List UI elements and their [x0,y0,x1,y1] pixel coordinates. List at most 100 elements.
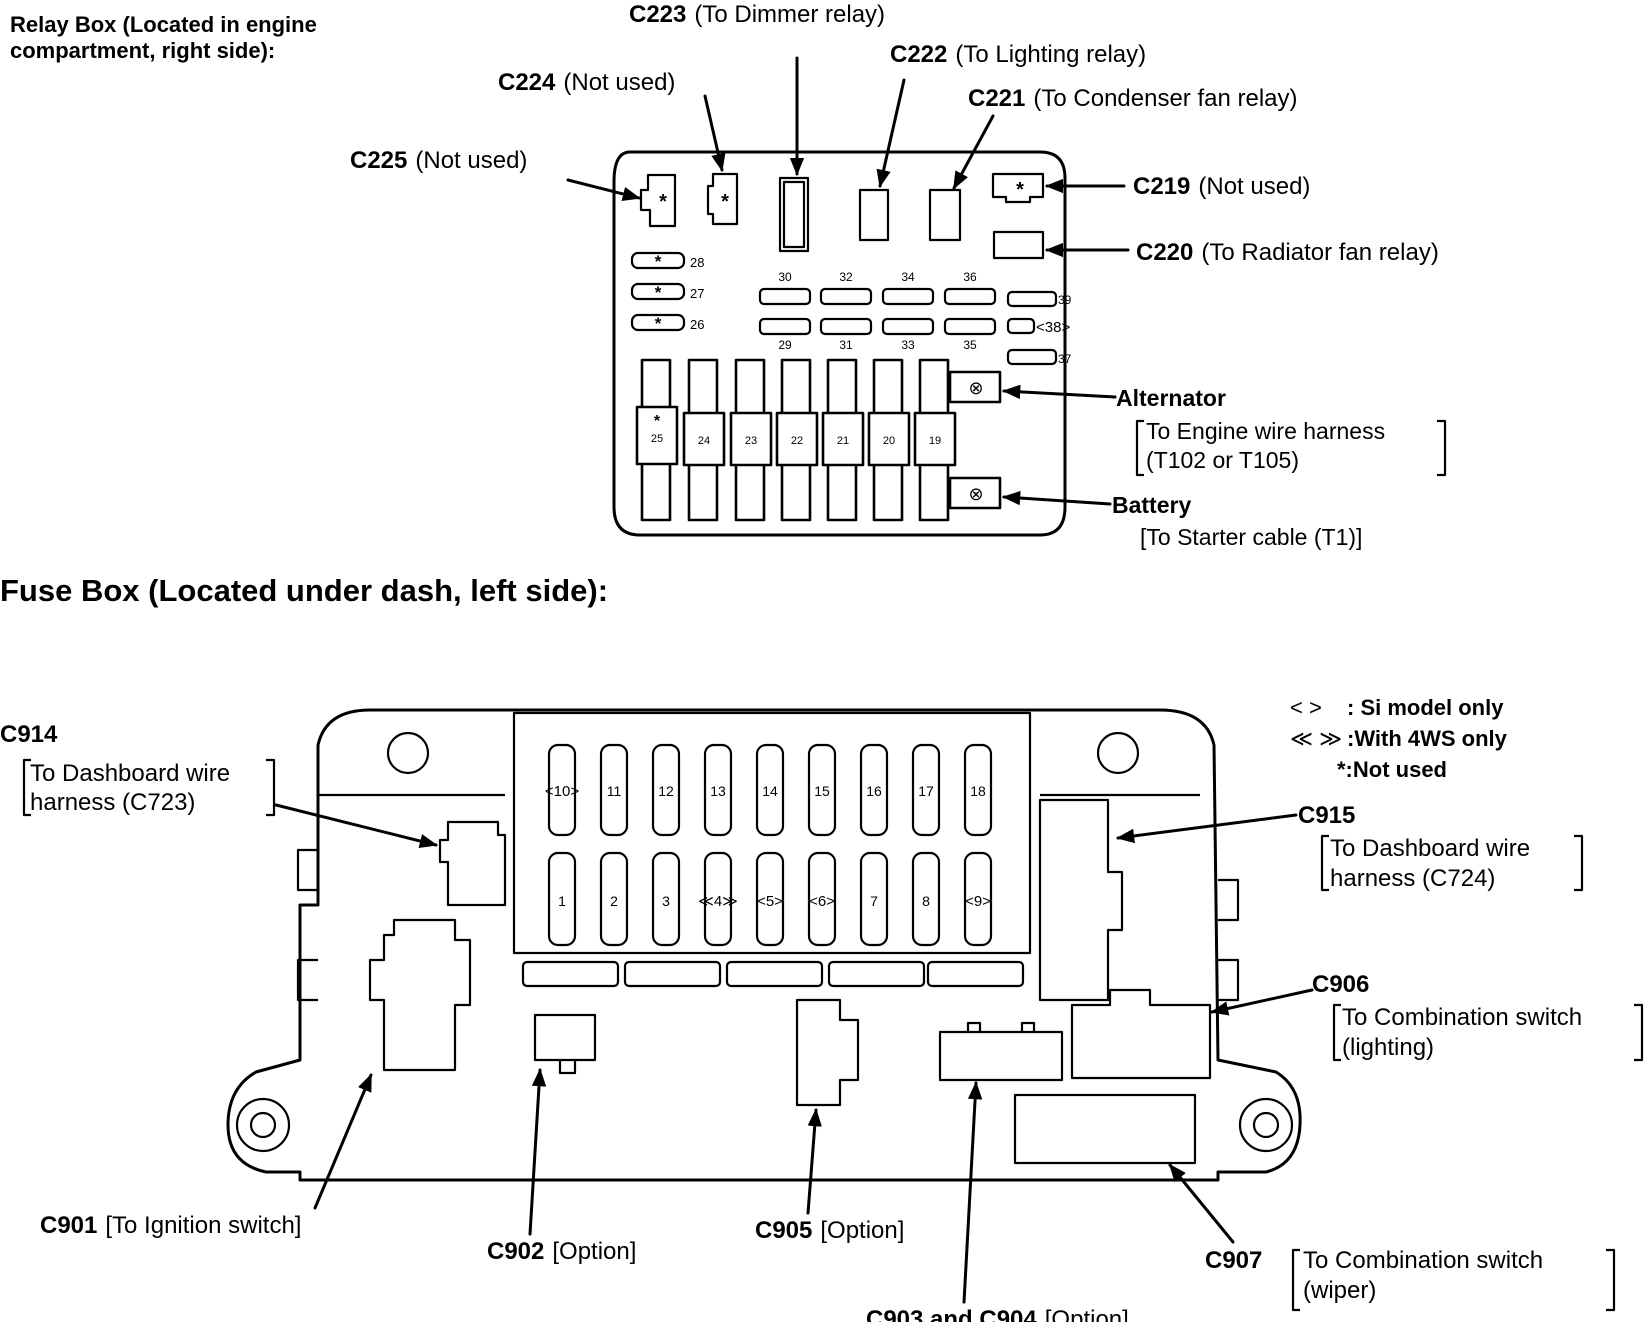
svg-text:39: 39 [1058,293,1072,307]
label-c903-c904: C903 and C904[Option] [866,1306,1129,1322]
c907-connector [1013,1093,1197,1165]
svg-text:C224(Not used): C224(Not used) [498,69,675,96]
svg-text:33: 33 [901,338,915,352]
svg-text:34: 34 [901,270,915,284]
svg-text:31: 31 [839,338,853,352]
label-c225: C225(Not used) [350,147,527,174]
fuse-slot [807,851,837,947]
svg-text:*: * [655,252,662,271]
svg-text:26: 26 [690,317,704,332]
mount-hole-top-right [1096,731,1140,775]
fuse-label: 14 [762,783,778,799]
label-c914-line2: harness (C723) [30,789,195,816]
relay-box-section: Relay Box (Located in engine compartment… [10,1,1447,550]
c915-connector [1038,798,1124,1002]
svg-text:*: * [655,314,662,333]
relay-box-outline [612,150,1067,537]
fuse-label: ≪4≫ [698,893,738,910]
svg-text:*: * [654,413,661,430]
spare-fuse-slots [521,960,1025,988]
fuse-box-section: Fuse Box (Located under dash, left side)… [0,573,1644,1322]
label-c906: C906 [1312,971,1369,998]
c902-connector [533,1013,597,1075]
mini-fuse-row-bottom [758,317,1058,366]
fuse-label: 2 [610,893,618,909]
fuse-box-outline [226,708,1302,1182]
fuse-box-leaders [22,758,1644,1312]
label-c914-line1: To Dashboard wire [30,760,230,787]
fuse-label: 7 [870,893,878,909]
svg-text:28: 28 [690,255,704,270]
big-fuse-23: 23 [729,358,773,522]
svg-text:C902[Option]: C902[Option] [487,1238,636,1265]
svg-text:25: 25 [651,433,663,445]
alternator-terminal: ⊗ [948,370,1002,404]
svg-text:22: 22 [791,435,803,447]
fuse-slot [599,851,629,947]
legend-ws-brackets: ≪ ≫ [1290,726,1342,751]
small-fuse-28: * 28 [630,251,704,271]
fuse-slot [547,743,577,837]
fuse-label: <10> [545,783,579,800]
svg-text:C219(Not used): C219(Not used) [1133,173,1310,200]
svg-text:35: 35 [963,338,977,352]
label-c902: C902[Option] [487,1238,636,1265]
legend-ws: :With 4WS only [1347,726,1508,751]
label-c905: C905[Option] [755,1217,904,1244]
left-clips [296,848,318,1002]
fuse-slot [547,851,577,947]
legend-si: : Si model only [1347,695,1504,720]
big-fuse-group: * 25 24 23 22 21 [635,358,957,522]
big-fuse-19: 19 [913,358,957,522]
label-alternator-line2: (T102 or T105) [1146,447,1299,473]
label-c906-line2: (lighting) [1342,1034,1434,1061]
battery-terminal: ⊗ [948,476,1002,510]
c220-connector [992,230,1045,260]
svg-text:23: 23 [745,435,757,447]
label-c915: C915 [1298,802,1355,829]
label-c915-line2: harness (C724) [1330,865,1495,892]
label-c906-line1: To Combination switch [1342,1004,1582,1031]
fuse-label: 1 [558,893,566,909]
label-c222: C222(To Lighting relay) [890,41,1146,68]
fuse-slot [703,851,733,947]
fuse-slot [755,851,785,947]
legend: < > : Si model only ≪ ≫ :With 4WS only *… [1290,695,1508,782]
fuse-slot [963,851,993,947]
svg-text:*: * [655,283,662,302]
big-fuse-25: * 25 [635,358,679,522]
fuse-label: <6> [809,893,835,910]
svg-text:⊗: ⊗ [968,378,983,398]
c914-connector [438,820,507,907]
c223-connector [778,176,810,253]
c221-connector [928,188,962,242]
fuse-slot [807,743,837,837]
label-c220: C220(To Radiator fan relay) [1136,239,1439,266]
label-c914: C914 [0,721,58,748]
mount-hole-top-left [386,731,430,775]
legend-si-brackets: < > [1290,695,1322,720]
fuse-label: 13 [710,783,726,799]
fuse-label: 17 [918,783,934,799]
c905-connector [795,998,860,1107]
fuse-label: <9> [965,893,991,910]
fuse-label: 3 [662,893,670,909]
fuse-label: 11 [607,783,622,799]
label-c221: C221(To Condenser fan relay) [968,85,1298,112]
svg-text:C901[To Ignition switch]: C901[To Ignition switch] [40,1212,301,1239]
svg-text:*: * [659,191,667,213]
label-c907-line1: To Combination switch [1303,1247,1543,1274]
c222-connector [858,188,890,242]
c224-connector [706,172,739,226]
fuse-slot [859,743,889,837]
c219-connector [991,172,1045,204]
right-clips [1218,878,1240,1002]
svg-text:29: 29 [778,338,792,352]
svg-text:*: * [1016,179,1024,201]
fuse-slot [599,743,629,837]
fuse-label: 15 [814,783,830,799]
fuse-label: 18 [970,783,986,799]
svg-text:C220(To Radiator fan relay): C220(To Radiator fan relay) [1136,239,1439,266]
